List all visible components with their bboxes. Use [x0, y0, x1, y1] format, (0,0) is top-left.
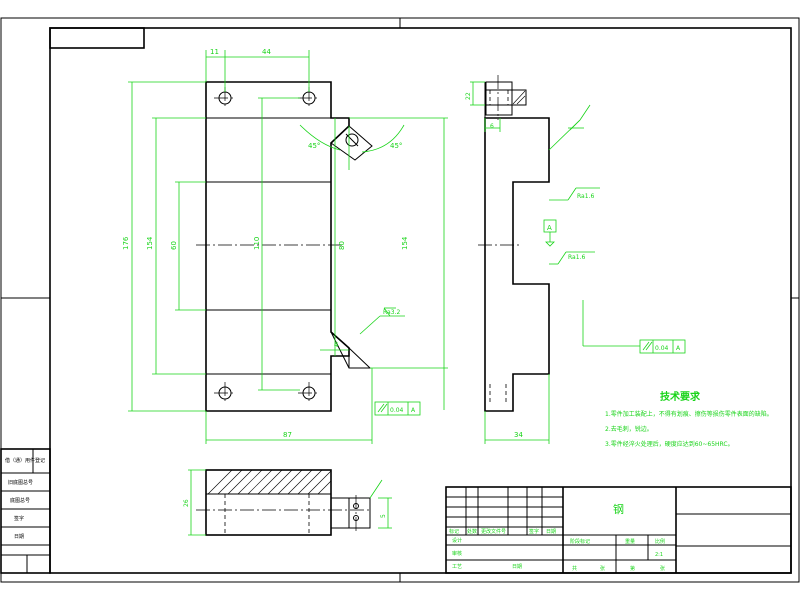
dim-26: 26: [183, 499, 190, 507]
frame-center-marks: [1, 18, 799, 582]
title-row-label-4: 签字: [529, 528, 539, 535]
left-strip: 借（通）用件登记 旧底图总号 底图总号 签字 日期: [0, 448, 51, 574]
title-material: 钢: [613, 503, 624, 516]
title-row-label-3: 更改文件号: [481, 528, 506, 535]
angle-45-left: 45°: [308, 142, 320, 150]
title-row-label-2: 处数: [467, 528, 477, 535]
outer-frame: [0, 17, 800, 583]
left-strip-item-3: 底图总号: [10, 497, 30, 504]
title-designer: 设计: [452, 537, 462, 544]
title-date: 日期: [512, 564, 522, 570]
dim-60: 60: [170, 241, 178, 250]
title-review: 审核: [452, 550, 462, 557]
top-view-dimension-texts: 26 5: [183, 499, 387, 518]
angle-45-right: 45°: [390, 142, 402, 150]
side-view-dimensions: [470, 81, 640, 444]
dim-154: 154: [146, 236, 154, 250]
front-view-dimension-texts: 11 44 176 154 60 110 80 154 87 4 45° 45°…: [122, 48, 409, 439]
title-scale-label: 比例: [655, 538, 665, 545]
tech-requirements-heading: 技术要求: [660, 390, 701, 403]
tolerance-left-value: 0.04: [390, 407, 404, 414]
dim-11: 11: [210, 48, 219, 56]
dim-87: 87: [283, 431, 292, 439]
dim-5: 5: [380, 514, 387, 518]
top-view: [196, 469, 372, 536]
title-row-label-5: 日期: [546, 529, 556, 535]
left-strip-item-2: 旧底图总号: [8, 479, 33, 486]
tolerance-frame-right: 0.04 A: [639, 339, 686, 354]
side-view: [478, 75, 550, 412]
dim-176: 176: [122, 236, 130, 250]
title-row-label-1: 标记: [449, 528, 459, 535]
title-stage-mark: 阶段标记: [570, 538, 590, 545]
title-process: 工艺: [452, 564, 462, 570]
datum-a: A: [547, 224, 552, 232]
tolerance-left-datum: A: [411, 407, 416, 414]
side-view-dimension-texts: 22 6 34 Ra1.6 Ra1.6 A: [465, 92, 594, 439]
title-sheet-label: 张: [600, 565, 605, 572]
dim-4: 4: [334, 341, 339, 349]
dim-22: 22: [465, 92, 472, 100]
tech-requirement-3: 3.零件经淬火处理后，硬度应达到60~65HRC。: [605, 440, 734, 448]
technical-requirements: 技术要求 1.零件加工装配上，不得有划痕、擦伤等损伤零件表面的缺陷。 2.去毛刺…: [605, 390, 773, 448]
dim-110: 110: [253, 237, 261, 250]
inner-frame: [49, 27, 792, 574]
surface-mark-ra16a: Ra1.6: [577, 193, 594, 200]
title-weight: 重量: [625, 538, 635, 545]
surface-mark-ra16b: Ra1.6: [568, 254, 585, 261]
left-strip-item-1: 借（通）用件登记: [5, 457, 45, 464]
tolerance-frame-left: 0.04 A: [374, 401, 421, 416]
dim-44: 44: [262, 48, 271, 56]
top-view-dimensions: [188, 469, 392, 536]
drawing-code-box: [49, 27, 145, 49]
title-block: 钢 标记 处数 更改文件号 签字 日期 设计 阶段标记 重量 比例 2:1 审核…: [445, 486, 792, 574]
dim-6: 6: [490, 123, 494, 130]
dim-34: 34: [514, 431, 523, 439]
left-strip-item-5: 日期: [14, 534, 24, 540]
title-sheet-total: 共: [572, 565, 577, 572]
left-strip-item-4: 签字: [14, 515, 24, 522]
dim-80: 80: [338, 241, 346, 250]
dim-154-right: 154: [401, 236, 409, 250]
tech-requirement-1: 1.零件加工装配上，不得有划痕、擦伤等损伤零件表面的缺陷。: [605, 410, 773, 418]
title-scale: 2:1: [655, 552, 663, 558]
surface-mark-ra32: Ra3.2: [383, 309, 400, 316]
title-sheet-no: 第: [630, 565, 635, 572]
front-view-dimensions: [128, 50, 448, 444]
tolerance-right-value: 0.04: [655, 345, 669, 352]
tech-requirement-2: 2.去毛刺，锐边。: [605, 425, 653, 433]
tolerance-right-datum: A: [676, 345, 681, 352]
title-sheet-no-label: 张: [660, 565, 665, 572]
